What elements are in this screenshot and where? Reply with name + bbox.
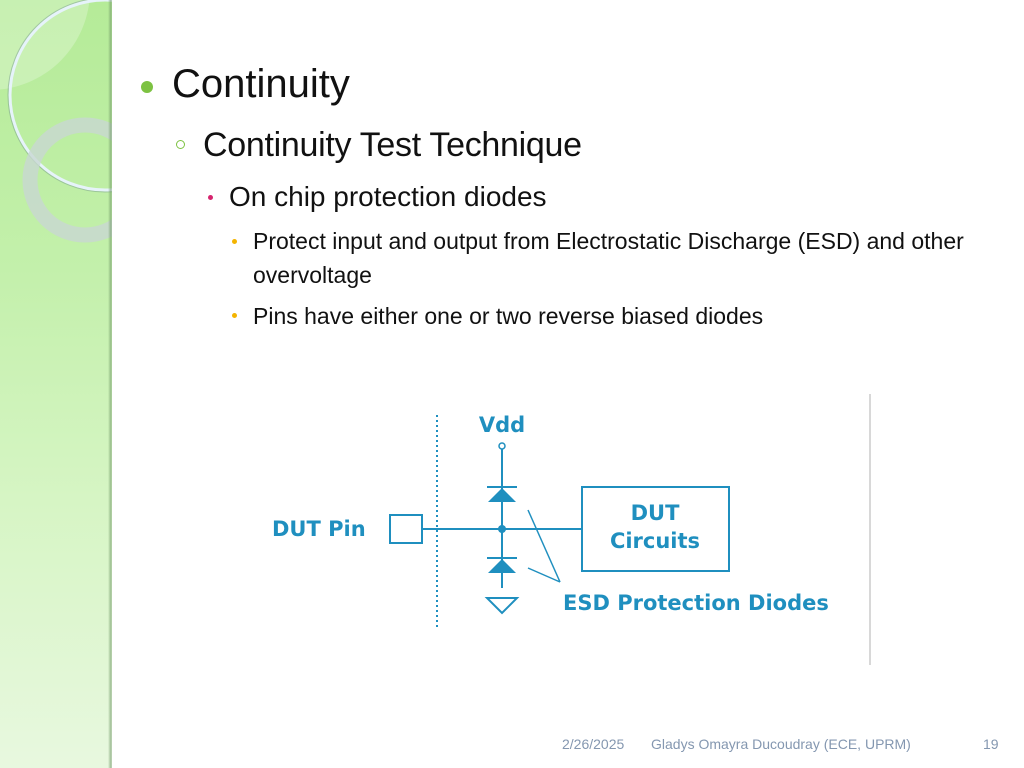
footer-date: 2/26/2025 [562,736,625,752]
page-number: 19 [983,736,999,752]
esd-diode-diagram: Vdd DUT Pin DUT Circuits ESD Protection … [272,394,871,665]
bullet-dot-icon [141,81,153,93]
bullet-dot-icon [208,195,213,200]
heading-level2: Continuity Test Technique [203,126,582,164]
bullet-dot-icon [232,313,237,318]
footer-author: Gladys Omayra Ducoudray (ECE, UPRM) [651,736,911,752]
bullet-dot-icon [232,239,237,244]
bullet-item: Protect input and output from Electrosta… [253,228,964,288]
dut-box-label-line2: Circuits [610,529,700,553]
sidebar-decoration [0,0,112,768]
esd-diodes-label: ESD Protection Diodes [563,591,829,615]
dut-pin-label: DUT Pin [272,517,366,541]
dut-box-label-line1: DUT [631,501,680,525]
sidebar-edge [108,0,112,768]
decorative-circles-icon [0,0,112,243]
bullet-item: Pins have either one or two reverse bias… [253,303,764,329]
bullet-ring-icon [176,140,185,149]
heading-level3: On chip protection diodes [229,181,547,212]
vdd-label: Vdd [479,413,525,437]
heading-level1: Continuity [172,62,350,106]
